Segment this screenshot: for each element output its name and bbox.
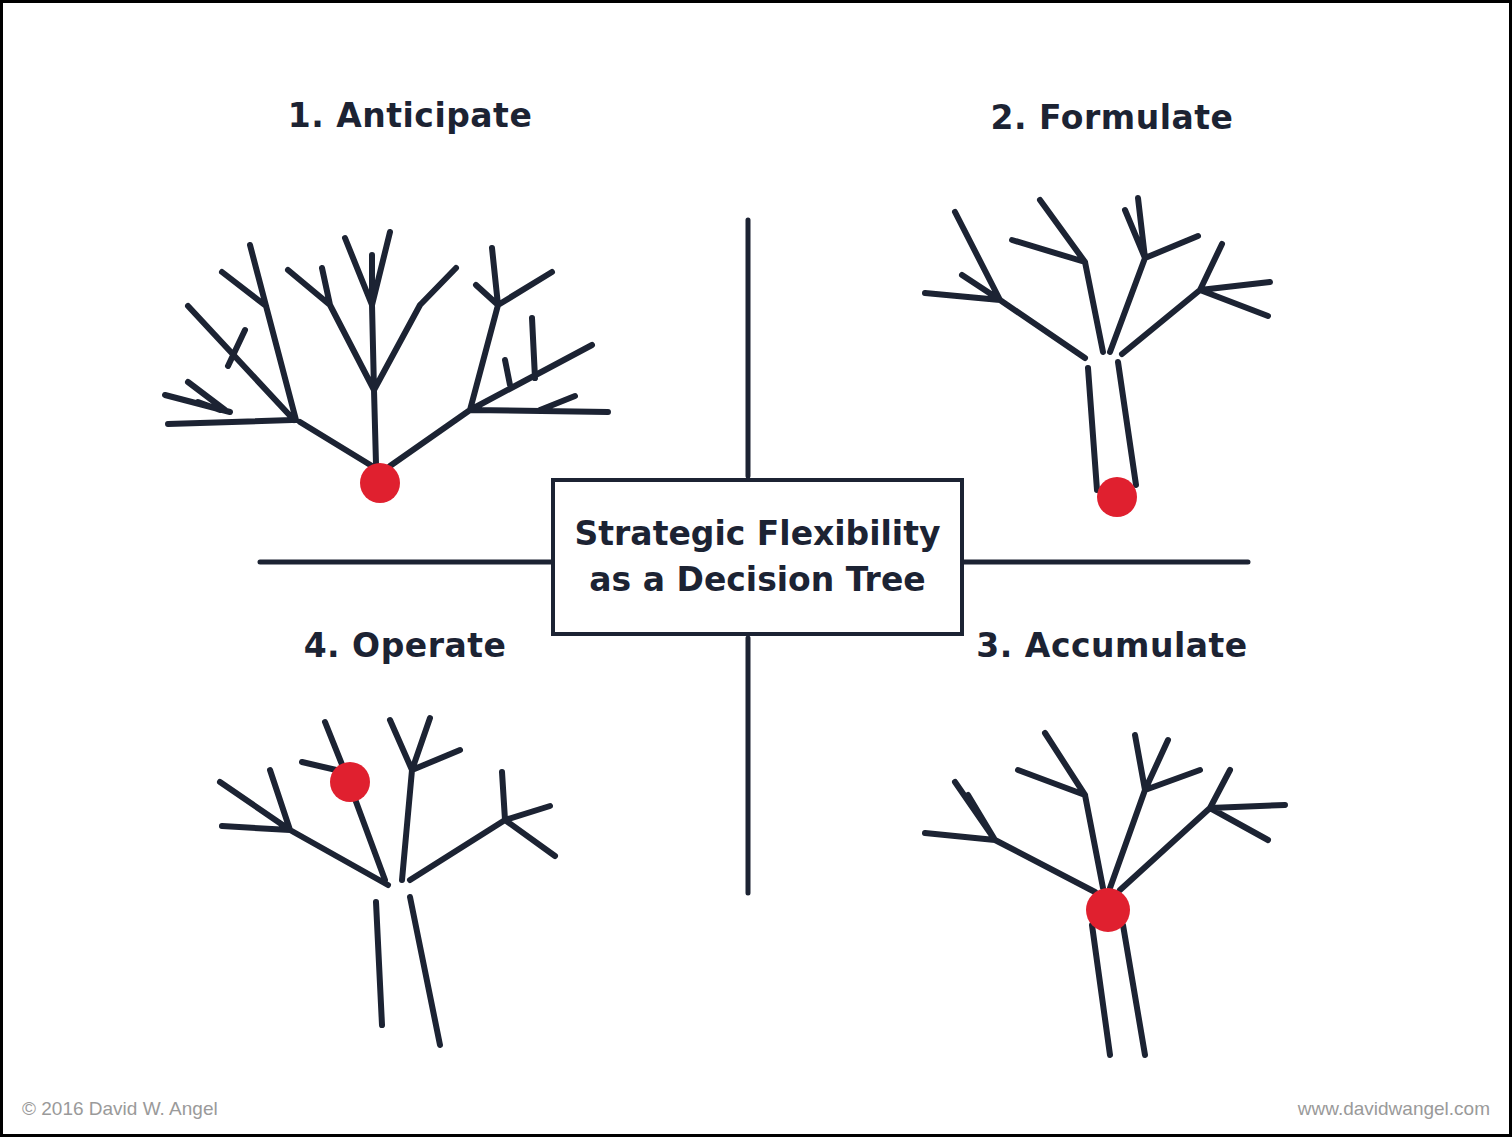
tree-branches	[220, 718, 555, 1045]
tree-branches	[925, 198, 1270, 490]
quadrant-heading: 4. Operate	[304, 626, 507, 665]
quadrant-heading: 3. Accumulate	[976, 626, 1247, 665]
tree-formulate	[925, 198, 1270, 517]
red-dot	[1097, 477, 1137, 517]
quadrant-heading: 2. Formulate	[991, 98, 1234, 137]
red-dot	[1086, 888, 1130, 932]
copyright-note: © 2016 David W. Angel	[22, 1098, 218, 1120]
red-dot	[360, 463, 400, 503]
tree-anticipate	[165, 232, 608, 503]
box-text: Strategic Flexibility as a Decision Tree	[569, 511, 946, 603]
website-url: www.davidwangel.com	[1298, 1098, 1490, 1120]
tree-operate	[220, 718, 555, 1045]
quadrant-heading: 1. Anticipate	[288, 96, 533, 135]
tree-branches	[165, 232, 608, 466]
tree-branches	[925, 733, 1285, 1055]
title-box: Strategic Flexibility as a Decision Tree	[551, 478, 964, 636]
tree-accumulate	[925, 733, 1285, 1055]
red-dot	[330, 762, 370, 802]
